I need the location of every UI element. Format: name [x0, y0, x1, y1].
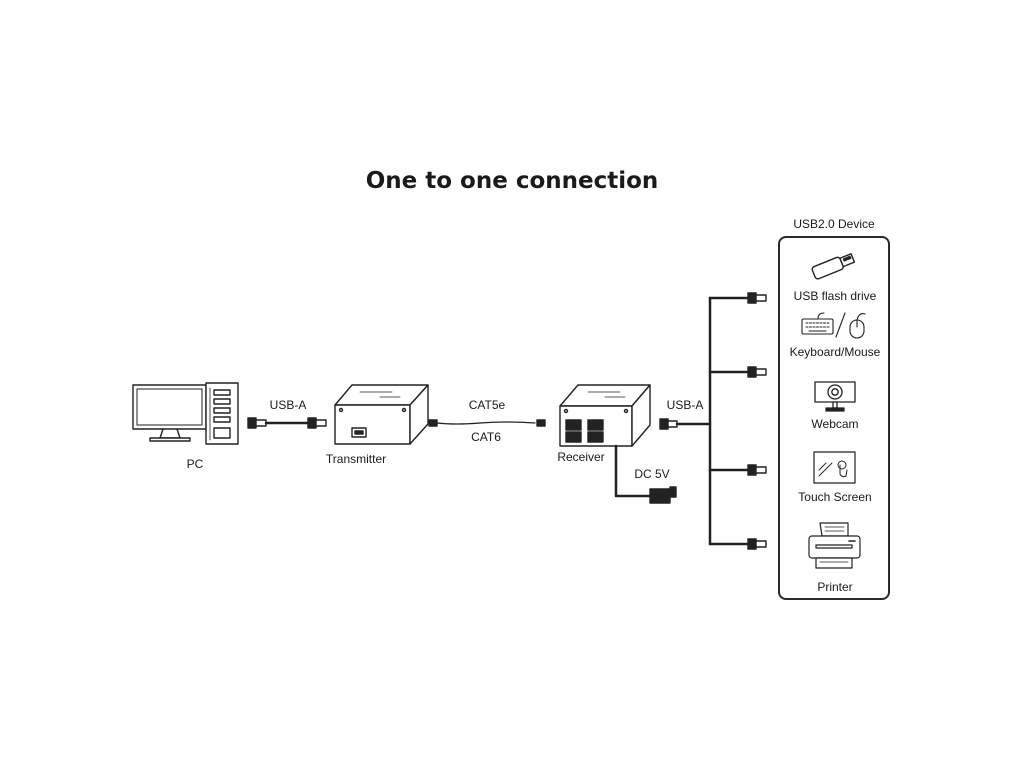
cat5e-label: CAT5e [468, 398, 506, 412]
device-label-usb-flash-drive: USB flash drive [793, 289, 877, 303]
device-label-printer: Printer [817, 580, 853, 594]
webcam-icon [814, 381, 856, 412]
device-label-touch-screen: Touch Screen [798, 490, 872, 504]
transmitter-label: Transmitter [325, 452, 387, 466]
printer-icon [808, 522, 861, 569]
usb-a-label-left: USB-A [269, 398, 307, 412]
receiver-label: Receiver [557, 450, 605, 464]
pc-icon [132, 382, 239, 445]
usb-flash-drive-icon [811, 253, 856, 280]
usb-a-label-right: USB-A [666, 398, 704, 412]
dc-5v-label: DC 5V [634, 467, 670, 481]
usb-cable-pc [247, 417, 327, 429]
transmitter-device [334, 384, 429, 445]
device-label-keyboard-mouse: Keyboard/Mouse [789, 345, 881, 359]
touch-screen-icon [813, 451, 856, 484]
usb-device-panel [778, 236, 890, 600]
device-panel-heading: USB2.0 Device [793, 217, 875, 231]
cat6-label: CAT6 [471, 430, 501, 444]
diagram-title: One to one connection [365, 168, 659, 194]
keyboard-mouse-icon [801, 312, 866, 339]
dc-power-adapter [614, 444, 677, 504]
cat-cable [428, 419, 546, 427]
receiver-device [559, 384, 651, 447]
device-label-webcam: Webcam [811, 417, 859, 431]
usb-hub-cables [659, 292, 767, 550]
pc-label: PC [186, 457, 204, 471]
